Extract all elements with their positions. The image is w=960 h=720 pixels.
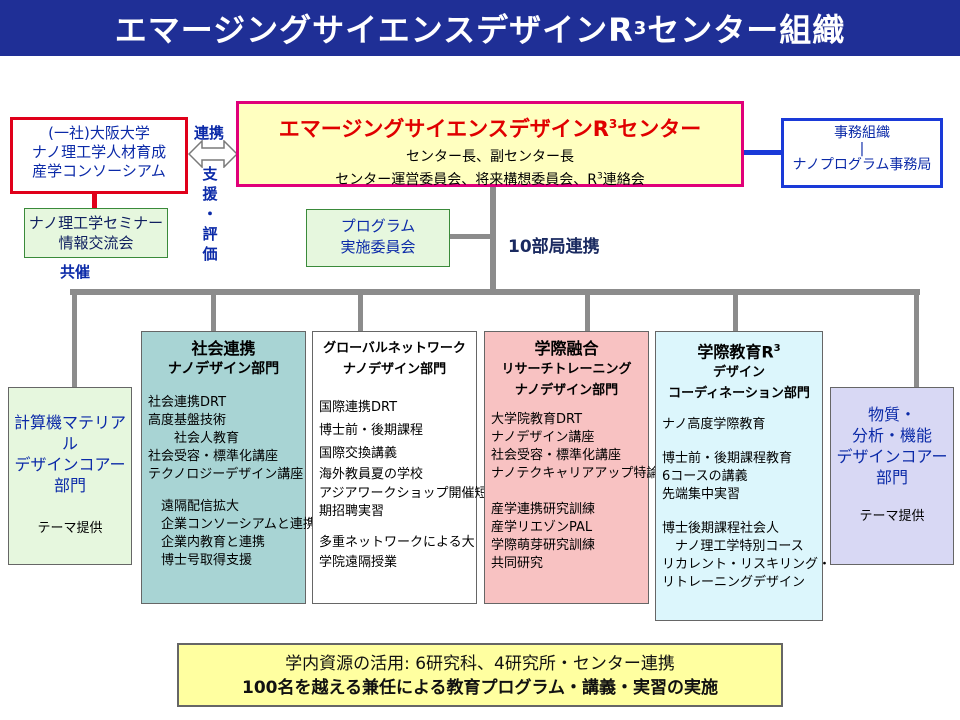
center-committees: センター運営委員会、将来構想委員会、R3連絡会 <box>335 171 645 188</box>
seminar-link-line <box>92 194 97 209</box>
office-box: 事務組織 | ナノプログラム事務局 <box>781 118 943 188</box>
committee-link-line <box>450 234 492 239</box>
drop-line-6 <box>914 292 919 388</box>
renkei-label: 連携 <box>194 124 225 142</box>
dept-items: ナノ高度学際教育 博士前・後期課程教育 6コースの講義 先端集中実習 博士後期課… <box>662 417 832 591</box>
consortium-line: ナノ理工学人材育成 <box>31 143 167 161</box>
dept-header: 社会連携 ナノデザイン部門 <box>167 339 280 377</box>
dept-items: 社会連携DRT 高度基盤技術 社会人教育 社会受容・標準化講座 テクノロジーデザ… <box>148 395 316 568</box>
dept-items: 大学院教育DRT ナノデザイン講座 社会受容・標準化講座 ナノテクキャリアアップ… <box>491 412 660 571</box>
drop-line-2 <box>211 292 216 332</box>
office-link-line <box>744 150 782 155</box>
left-core-note: テーマ提供 <box>37 521 103 536</box>
dept-interdisciplinary-education: 学際教育R3 デザイン コーディネーション部門 ナノ高度学際教育 博士前・後期課… <box>655 331 832 621</box>
right-core-note: テーマ提供 <box>859 509 925 524</box>
drop-line-1 <box>72 292 77 388</box>
center-box: エマージングサイエンスデザインR3センター センター長、副センター長 センター運… <box>236 101 744 188</box>
dept-social-collaboration: 社会連携 ナノデザイン部門 社会連携DRT 高度基盤技術 社会人教育 社会受容・… <box>141 331 316 604</box>
dept-header: 学際教育R3 デザイン コーディネーション部門 <box>668 342 810 402</box>
dept-header: グローバルネットワーク ナノデザイン部門 <box>323 341 466 377</box>
distribution-bar <box>70 289 920 295</box>
resources-summary-box: 学内資源の活用: 6研究科、4研究所・センター連携 100名を越える兼任による教… <box>177 643 783 707</box>
center-leaders: センター長、副センター長 <box>406 149 574 165</box>
title-tail: センター組織 <box>647 11 846 49</box>
program-committee-box: プログラム 実施委員会 <box>306 209 450 267</box>
seminar-box: ナノ理工学セミナー 情報交流会 <box>24 208 168 258</box>
center-trunk-line <box>490 187 496 292</box>
consortium-line: (一社)大阪大学 <box>48 124 150 142</box>
drop-line-3 <box>358 292 363 332</box>
title-main: エマージングサイエンスデザインR <box>114 11 634 49</box>
dept-interdisciplinary-research: 学際融合 リサーチトレーニング ナノデザイン部門 大学院教育DRT ナノデザイン… <box>484 331 660 604</box>
center-name: エマージングサイエンスデザインR3センター <box>278 117 702 141</box>
dept-global-network: グローバルネットワーク ナノデザイン部門 国際連携DRT 博士前・後期課程 国際… <box>312 331 488 604</box>
office-separator: | <box>859 141 865 157</box>
dept-items: 国際連携DRT 博士前・後期課程 国際交換講義 海外教員夏の学校 アジアワークシ… <box>319 400 488 570</box>
resources-line: 学内資源の活用: 6研究科、4研究所・センター連携 <box>285 654 675 674</box>
title-sup: 3 <box>633 17 648 39</box>
consortium-box: (一社)大阪大学 ナノ理工学人材育成 産学コンソーシアム <box>10 117 188 194</box>
resources-line: 100名を越える兼任による教育プログラム・講義・実習の実施 <box>242 678 718 698</box>
ten-departments-label: 10部局連携 <box>508 237 600 257</box>
drop-line-4 <box>585 292 590 332</box>
right-core-box: 物質・ 分析・機能 デザインコアー 部門 テーマ提供 <box>830 387 954 565</box>
left-core-box: 計算機マテリアル デザインコアー 部門 テーマ提供 <box>8 387 132 565</box>
drop-line-5 <box>733 292 738 332</box>
consortium-line: 産学コンソーシアム <box>32 162 166 180</box>
dept-header: 学際融合 リサーチトレーニング ナノデザイン部門 <box>501 339 632 398</box>
office-title: 事務組織 <box>834 125 890 141</box>
office-name: ナノプログラム事務局 <box>792 157 932 173</box>
cohost-label: 共催 <box>60 263 91 281</box>
shien-label: 支 援 ・ 評 価 <box>202 165 218 263</box>
